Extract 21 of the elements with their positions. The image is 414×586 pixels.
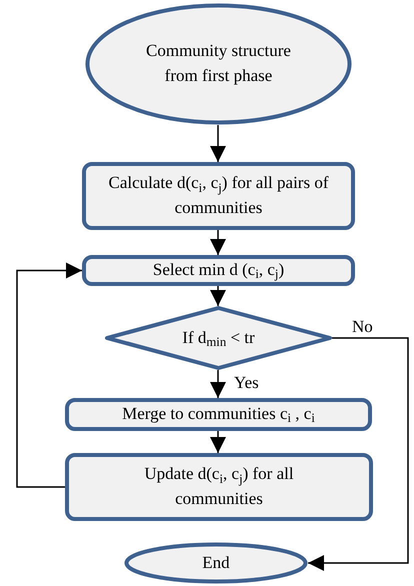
arrow (210, 286, 226, 306)
process-box (65, 398, 372, 431)
node-text: Calculate d(c$_{i}$, c$_{j}$) for all pairs of communities (108, 172, 330, 219)
node-text: Select min d (c$_{i}$, c$_{j}$) (152, 259, 284, 283)
node-text: End (202, 552, 230, 574)
arrow (210, 431, 226, 453)
arrow (16, 262, 82, 488)
node-text: If d$_{min}$ < tr (182, 326, 255, 350)
terminal-ellipse (85, 3, 352, 125)
terminal-ellipse (124, 542, 308, 584)
process-box (82, 162, 355, 230)
node-text: Community structure from first phase (145, 40, 292, 87)
node-text: Update d(c$_{i}$, c$_{j}$) for all communities (143, 463, 295, 510)
arrow (210, 125, 226, 162)
decision-diamond (105, 306, 332, 370)
arrow (210, 230, 226, 255)
arrow (210, 370, 226, 398)
process-box (65, 453, 373, 521)
node-text: Merge to communities c$_{i}$ , c$_{i}$ (122, 403, 315, 427)
arrow (308, 337, 409, 571)
process-box (82, 255, 355, 286)
